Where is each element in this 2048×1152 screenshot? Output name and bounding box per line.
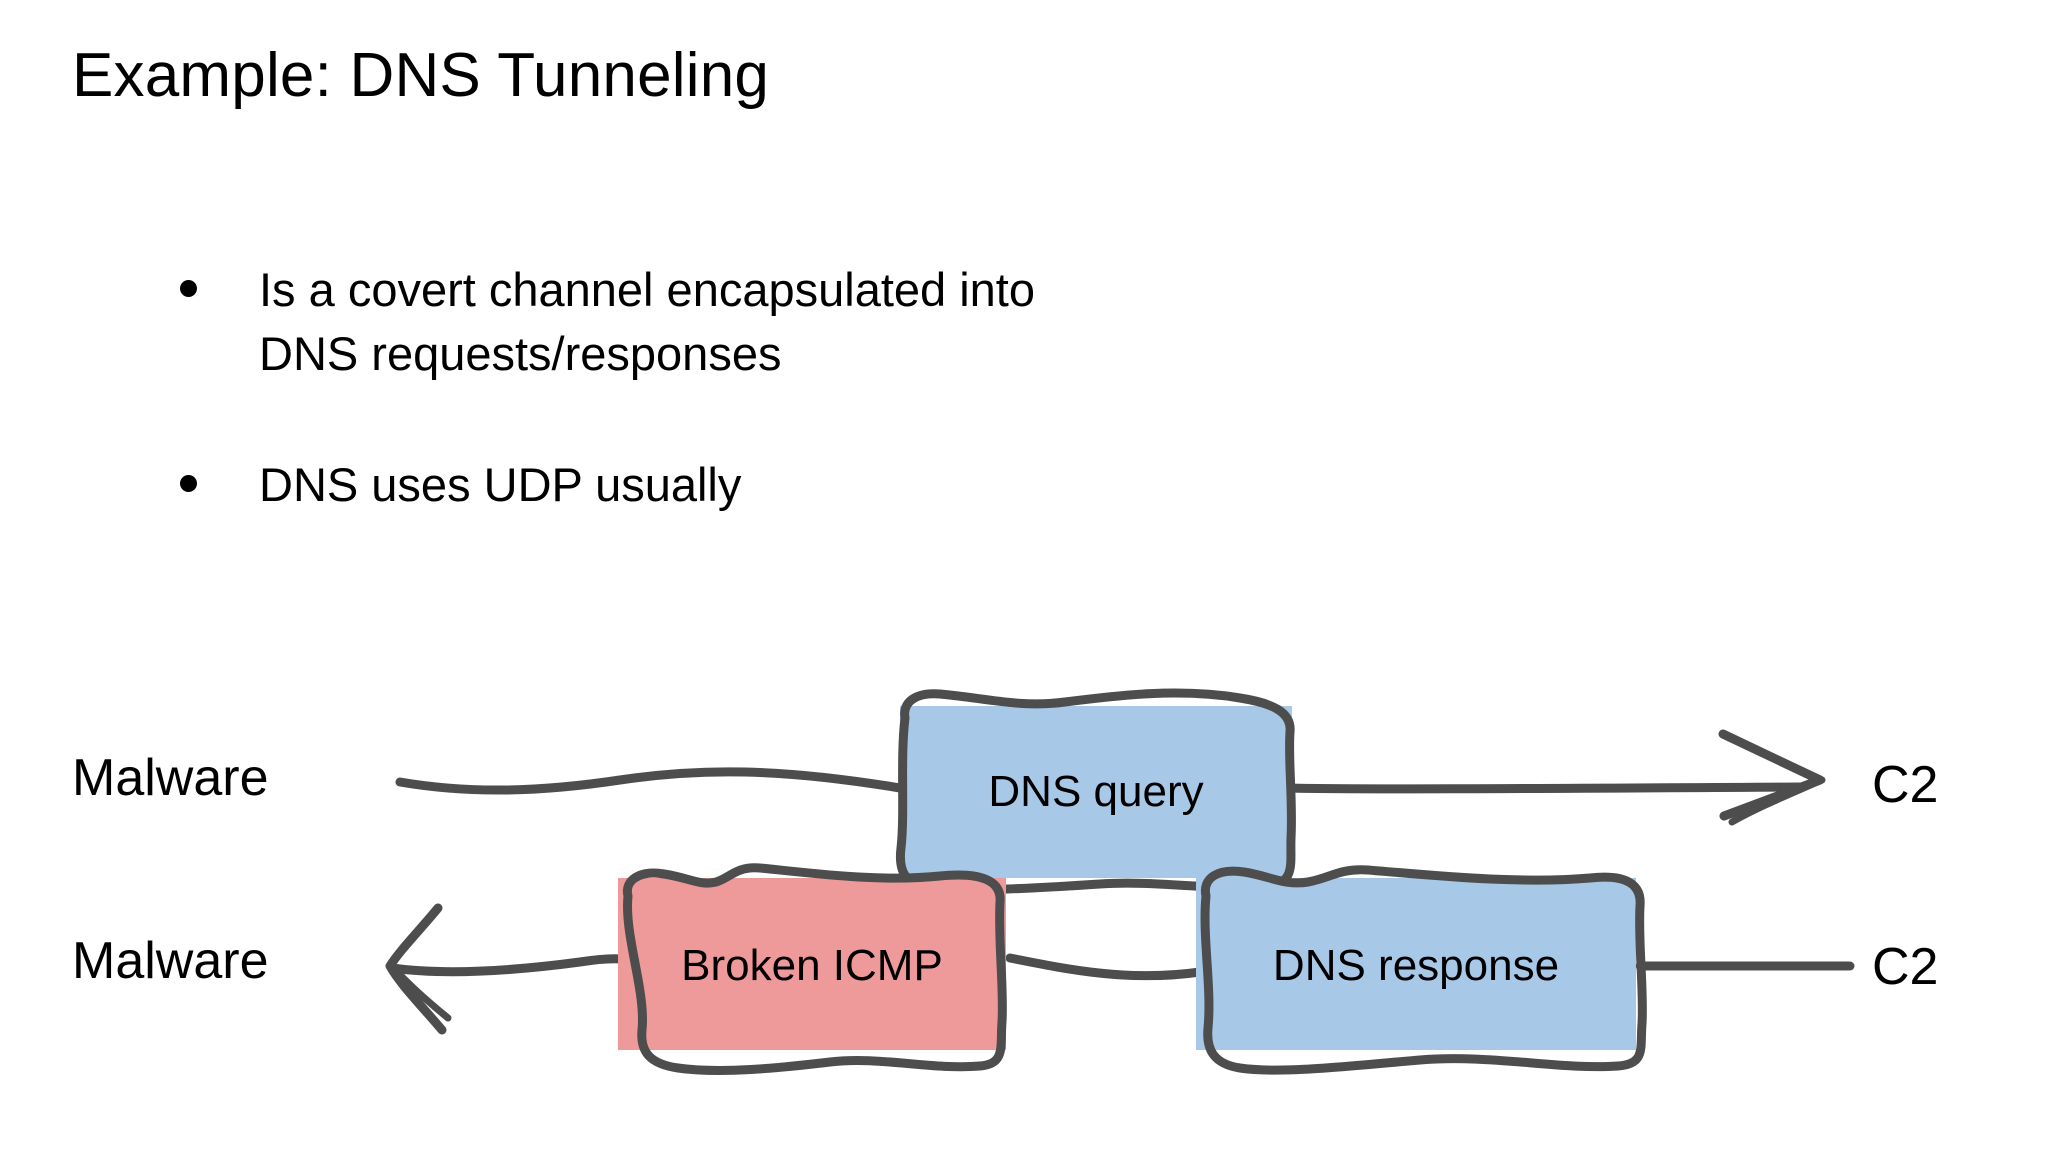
- row2-box1-label: Broken ICMP: [681, 941, 943, 990]
- diagram-row-dns-response-flow: Malware Broken ICMP DNS response C2: [72, 863, 1938, 1075]
- row1-connector-right: [1275, 782, 1805, 794]
- bullet-dot-icon: [180, 280, 197, 297]
- list-item: Is a covert channel encapsulated into DN…: [180, 258, 1480, 387]
- row1-box-label: DNS query: [988, 767, 1203, 816]
- row2-box1-outline: [622, 863, 1007, 1075]
- bullet-dot-icon: [180, 474, 197, 492]
- bullet-list: Is a covert channel encapsulated into DN…: [180, 258, 1480, 583]
- row2-target-label: C2: [1872, 938, 1938, 996]
- page-title: Example: DNS Tunneling: [72, 41, 770, 110]
- bullet-item-label: DNS uses UDP usually: [259, 457, 742, 511]
- row2-box2-outline: [1200, 865, 1647, 1075]
- dns-tunneling-diagram: Malware DNS query C2 Malware: [0, 640, 2048, 1120]
- row2-connector-left: [387, 954, 635, 977]
- row1-connector-left: [395, 767, 905, 795]
- row2-source-label: Malware: [72, 932, 269, 990]
- row2-connector-middle: [1005, 953, 1205, 981]
- bullet-item-label: Is a covert channel encapsulated into DN…: [259, 263, 1036, 381]
- row2-box1-fill: [618, 878, 1006, 1050]
- diagram-row-dns-query-flow: Malware DNS query C2: [72, 688, 1938, 895]
- row2-box2-fill: [1196, 878, 1636, 1050]
- row1-box-fill: [900, 706, 1292, 878]
- row1-source-label: Malware: [72, 749, 269, 807]
- row1-target-label: C2: [1872, 756, 1938, 814]
- row1-arrowhead-right-icon: [1718, 729, 1826, 826]
- list-item: DNS uses UDP usually: [180, 453, 1480, 517]
- row2-box2-label: DNS response: [1273, 941, 1559, 990]
